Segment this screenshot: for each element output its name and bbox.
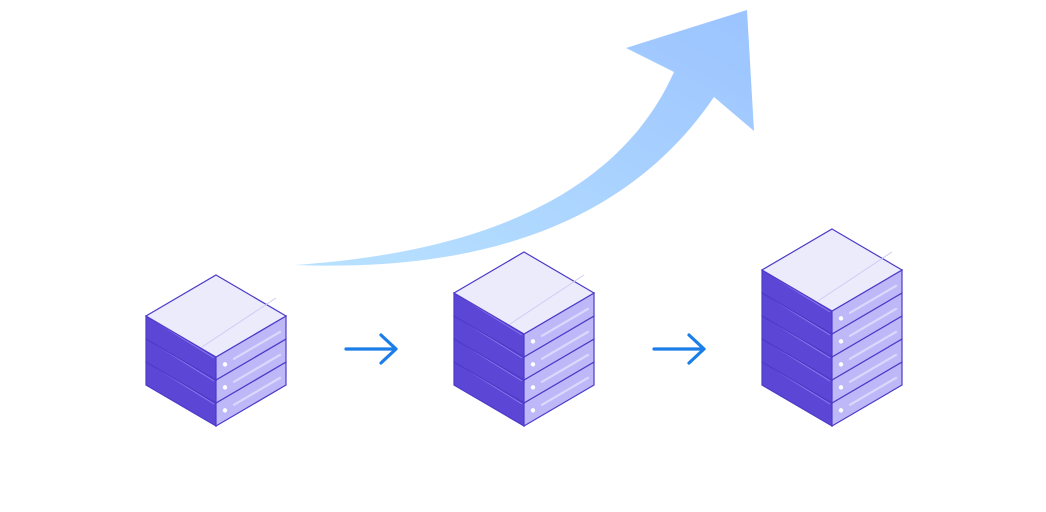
step-arrow-1 (344, 333, 398, 365)
server-top-highlight (201, 297, 277, 348)
right-arrow-icon (344, 333, 398, 365)
server-led-icon (838, 316, 844, 321)
server-top-face (760, 228, 904, 312)
server-unit (145, 337, 287, 405)
server-drive-slot (540, 376, 590, 406)
server-led-icon (838, 408, 844, 413)
server-unit (761, 314, 903, 382)
server-led-icon (530, 362, 536, 367)
curved-growth-arrow-icon (295, 10, 754, 266)
server-stack-medium (452, 251, 596, 428)
server-led-icon (838, 339, 844, 344)
step-arrow-2 (652, 333, 706, 365)
server-drive-slot (232, 330, 282, 360)
server-unit (453, 291, 595, 359)
server-led-icon (222, 385, 228, 390)
server-drive-slot (848, 330, 898, 360)
server-led-icon (838, 362, 844, 367)
right-arrow-icon (652, 333, 706, 365)
server-stack-small (144, 274, 288, 428)
server-drive-slot (540, 330, 590, 360)
server-led-icon (530, 385, 536, 390)
server-drive-slot (232, 376, 282, 406)
server-drive-slot (848, 376, 898, 406)
server-led-icon (530, 408, 536, 413)
server-drive-slot (232, 353, 282, 383)
server-top-highlight (817, 251, 893, 302)
server-top-highlight (509, 274, 585, 325)
server-led-icon (222, 362, 228, 367)
server-unit (453, 337, 595, 405)
server-drive-slot (848, 284, 898, 314)
server-led-icon (838, 385, 844, 390)
server-top-face (452, 251, 596, 335)
server-unit (761, 337, 903, 405)
server-drive-slot (540, 307, 590, 337)
server-drive-slot (848, 307, 898, 337)
server-led-icon (530, 339, 536, 344)
server-drive-slot (540, 353, 590, 383)
server-led-icon (222, 408, 228, 413)
server-drive-slot (848, 353, 898, 383)
server-stack-large (760, 228, 904, 428)
server-unit (761, 291, 903, 359)
server-top-face (144, 274, 288, 358)
